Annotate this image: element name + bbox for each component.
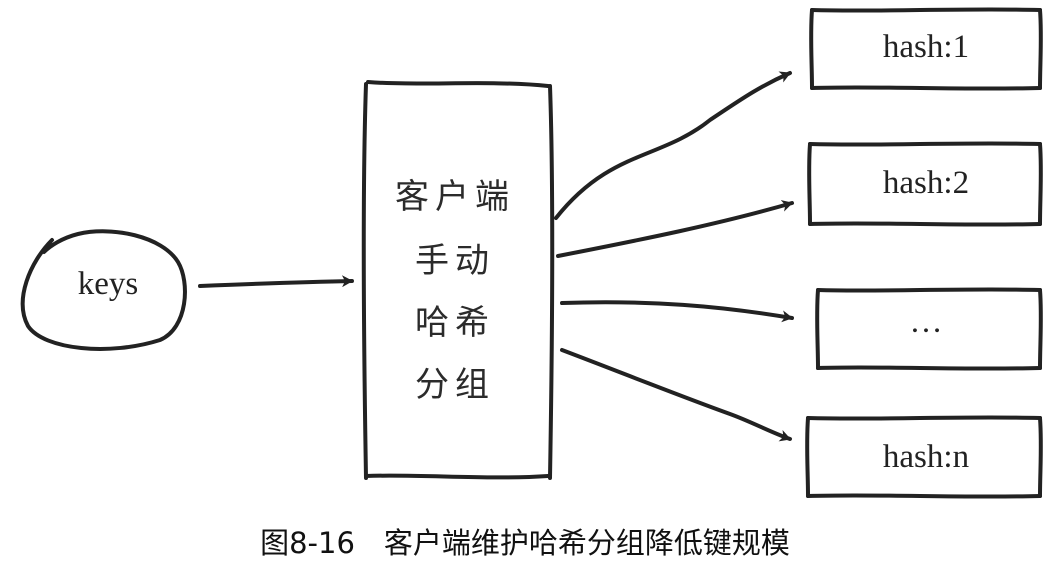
arrow-to-hash-1 bbox=[554, 71, 792, 220]
arrow-to-hash-n bbox=[560, 348, 792, 442]
keys-label: keys bbox=[77, 266, 139, 302]
arrow-to-hash-2 bbox=[556, 200, 794, 258]
output-label-ellipsis: … bbox=[909, 304, 943, 340]
output-box-hash-n bbox=[805, 415, 1043, 499]
center-box-line: 客户端 bbox=[395, 177, 515, 217]
center-box-line: 手动 bbox=[415, 241, 495, 281]
center-box-line: 哈希 bbox=[415, 303, 495, 343]
output-box-hash-2 bbox=[807, 141, 1043, 227]
output-label-hash-n: hash:n bbox=[882, 439, 970, 475]
center-box bbox=[361, 80, 555, 480]
arrow-to-ellipsis bbox=[560, 300, 794, 323]
keys-loop bbox=[20, 229, 187, 351]
arrow-keys-to-center bbox=[198, 275, 354, 288]
output-box-hash-1 bbox=[809, 7, 1043, 91]
figure-caption: 图8-16 客户端维护哈希分组降低键规模 bbox=[260, 526, 790, 560]
center-box-line: 分组 bbox=[415, 365, 495, 405]
output-label-hash-2: hash:2 bbox=[882, 165, 970, 201]
output-label-hash-1: hash:1 bbox=[882, 29, 970, 65]
output-box-ellipsis bbox=[815, 287, 1043, 371]
